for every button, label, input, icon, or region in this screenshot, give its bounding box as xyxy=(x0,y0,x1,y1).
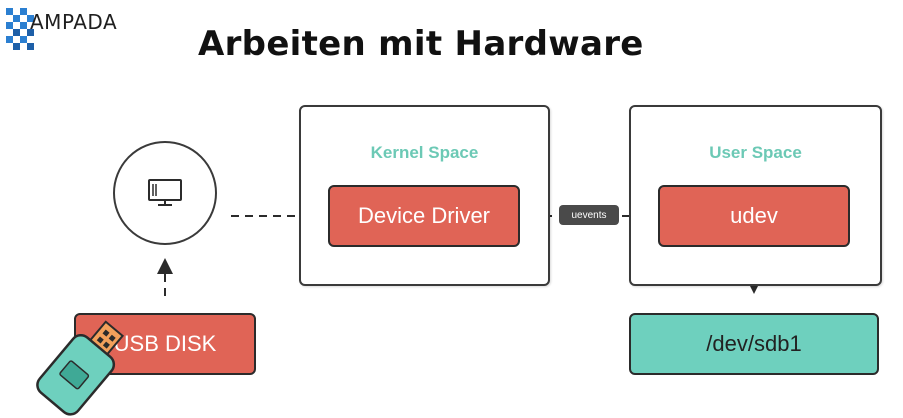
logo xyxy=(6,6,146,56)
udev-label: udev xyxy=(730,203,778,228)
device-driver-box: Device Driver xyxy=(328,185,520,247)
logo-text: AMPADA xyxy=(30,10,118,34)
monitor-icon xyxy=(148,179,182,206)
uevents-label: uevents xyxy=(571,209,607,221)
dev-node-box: /dev/sdb1 xyxy=(629,313,879,375)
uevents-badge: uevents xyxy=(559,205,619,225)
device-driver-label: Device Driver xyxy=(357,203,491,228)
page-title: Arbeiten mit Hardware xyxy=(198,24,644,64)
user-space-label: User Space xyxy=(709,143,802,162)
kernel-space-label: Kernel Space xyxy=(370,143,479,162)
udev-box: udev xyxy=(658,185,850,247)
usb-disk-label: USB DISK xyxy=(113,331,217,356)
computer-node xyxy=(113,141,217,245)
logo-checker-icon xyxy=(6,8,34,50)
usb-stick-icon xyxy=(36,320,125,416)
dev-node-label: /dev/sdb1 xyxy=(706,331,802,356)
